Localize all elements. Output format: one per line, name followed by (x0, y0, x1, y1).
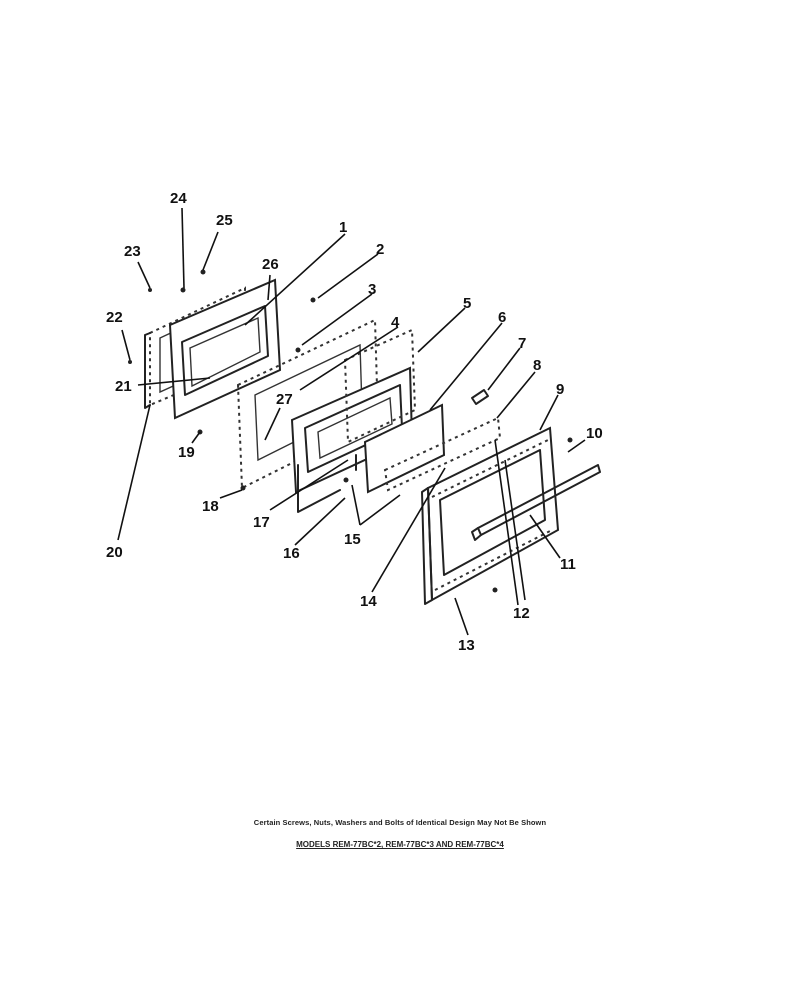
callout-23: 23 (124, 243, 141, 260)
callout-6: 6 (498, 309, 506, 326)
callout-9: 9 (556, 381, 564, 398)
callout-21: 21 (115, 378, 132, 395)
callout-5: 5 (463, 295, 471, 312)
callout-19: 19 (178, 444, 195, 461)
part-26-liner-panel (168, 278, 282, 420)
callout-7: 7 (518, 335, 526, 352)
callout-27: 27 (276, 391, 293, 408)
callout-labels: 1 2 3 4 5 6 7 8 9 10 11 12 13 14 15 16 1… (106, 190, 603, 654)
callout-1: 1 (339, 219, 347, 236)
callout-26: 26 (262, 256, 279, 273)
callout-25: 25 (216, 212, 233, 229)
callout-22: 22 (106, 309, 123, 326)
leader-lines (117, 207, 586, 636)
models-caption: MODELS REM-77BC*2, REM-77BC*3 AND REM-77… (296, 840, 504, 849)
callout-4: 4 (391, 314, 400, 331)
callout-16: 16 (283, 545, 300, 562)
callout-8: 8 (533, 357, 541, 374)
callout-13: 13 (458, 637, 475, 654)
callout-3: 3 (368, 281, 376, 298)
callout-12: 12 (513, 605, 530, 622)
callout-2: 2 (376, 241, 384, 258)
hardware-footnote: Certain Screws, Nuts, Washers and Bolts … (253, 818, 547, 827)
callout-11: 11 (560, 556, 576, 573)
callout-18: 18 (202, 498, 219, 515)
callout-20: 20 (106, 544, 123, 561)
callout-24: 24 (170, 190, 187, 207)
callout-10: 10 (586, 425, 603, 442)
part-11-handle (471, 464, 601, 541)
callout-14: 14 (360, 593, 377, 610)
callout-15: 15 (344, 531, 361, 548)
callout-17: 17 (253, 514, 270, 531)
part-8-glass-pack (383, 416, 502, 492)
small-hardware (128, 269, 573, 593)
